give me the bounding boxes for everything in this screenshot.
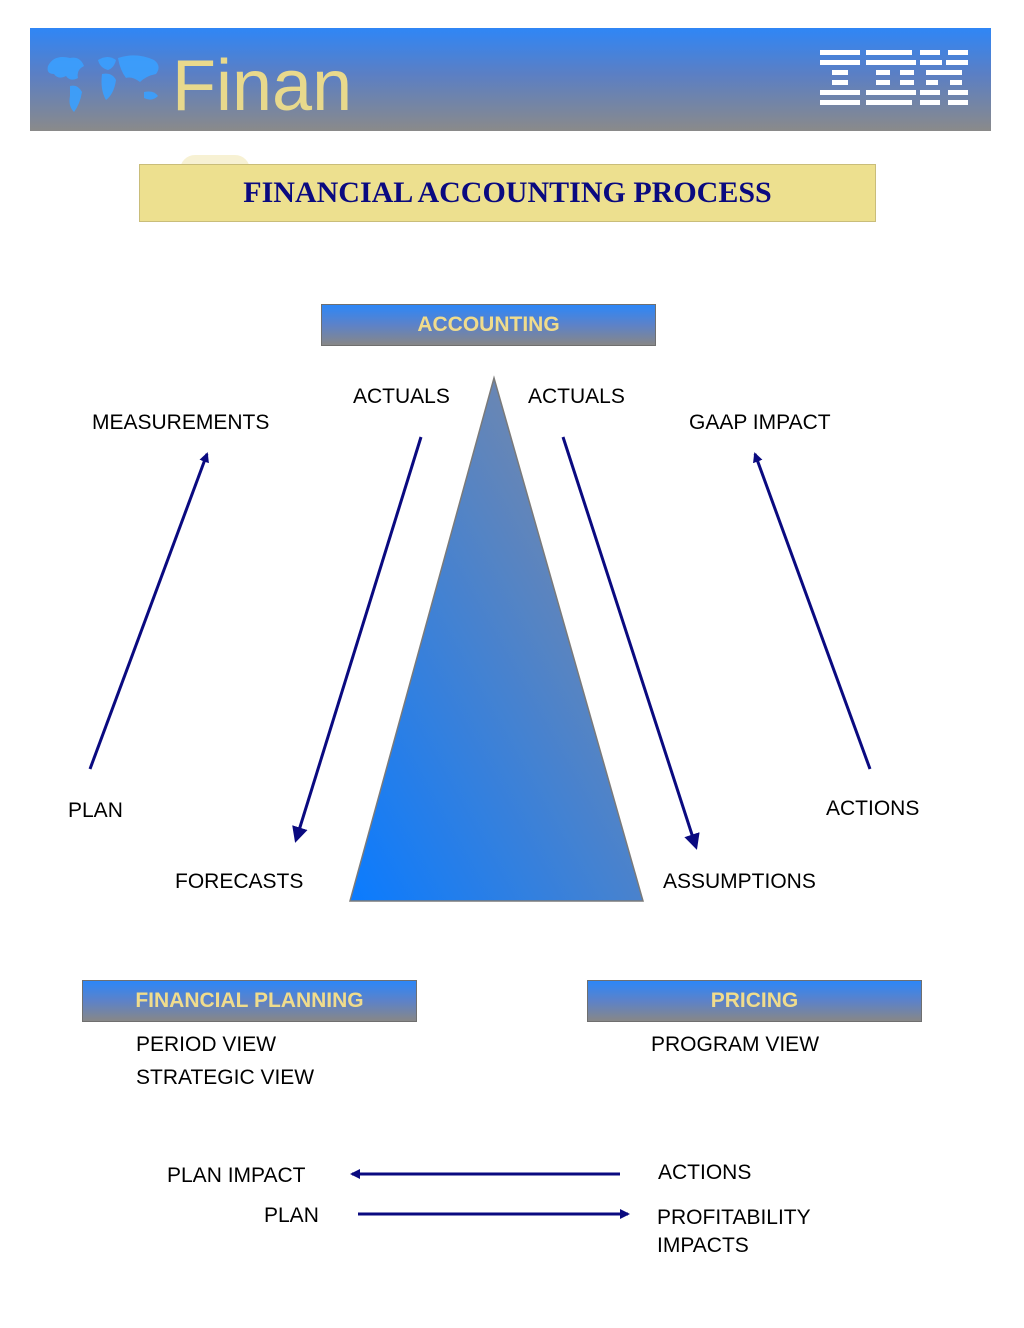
world-map-icon: [47, 55, 159, 112]
forecasts-label: FORECASTS: [175, 870, 304, 893]
strategic-view-label: STRATEGIC VIEW: [136, 1066, 315, 1089]
gaap-impact-label: GAAP IMPACT: [689, 411, 831, 434]
pricing-box: PRICING: [587, 980, 922, 1022]
page-title: FINANCIAL ACCOUNTING PROCESS: [243, 176, 772, 209]
actions-label: ACTIONS: [658, 1161, 752, 1184]
accounting-box: ACCOUNTING: [321, 304, 656, 346]
plan-label: PLAN: [264, 1204, 319, 1227]
actuals-left-label: ACTUALS: [353, 385, 450, 408]
financial-planning-box: FINANCIAL PLANNING: [82, 980, 417, 1022]
header-bar: Finan: [30, 28, 991, 131]
arrow-plan-to-measurements: [88, 452, 209, 770]
measurements-label: MEASUREMENTS: [92, 411, 270, 434]
pricing-label: PRICING: [710, 989, 799, 1012]
arrow-actuals-to-assumptions: [561, 436, 700, 850]
header-title: Finan: [172, 46, 353, 126]
actuals-right-label: ACTUALS: [528, 385, 625, 408]
accounting-label: ACCOUNTING: [417, 313, 560, 336]
period-view-label: PERIOD VIEW: [136, 1033, 277, 1056]
actions-right-label: ACTIONS: [826, 797, 920, 820]
assumptions-label: ASSUMPTIONS: [663, 870, 816, 893]
title-banner: FINANCIAL ACCOUNTING PROCESS: [139, 164, 876, 222]
plan-impact-label: PLAN IMPACT: [167, 1164, 306, 1187]
financial-planning-label: FINANCIAL PLANNING: [135, 989, 364, 1012]
arrow-actuals-to-forecasts: [292, 436, 423, 843]
ibm-logo: [820, 50, 968, 105]
accounting-triangle: [349, 375, 644, 902]
arrow-actions-to-gaap-impact: [753, 452, 872, 770]
program-view-label: PROGRAM VIEW: [651, 1033, 820, 1056]
plan-left-label: PLAN: [68, 799, 123, 822]
impacts-label: IMPACTS: [657, 1234, 749, 1257]
profitability-label: PROFITABILITY: [657, 1206, 811, 1229]
